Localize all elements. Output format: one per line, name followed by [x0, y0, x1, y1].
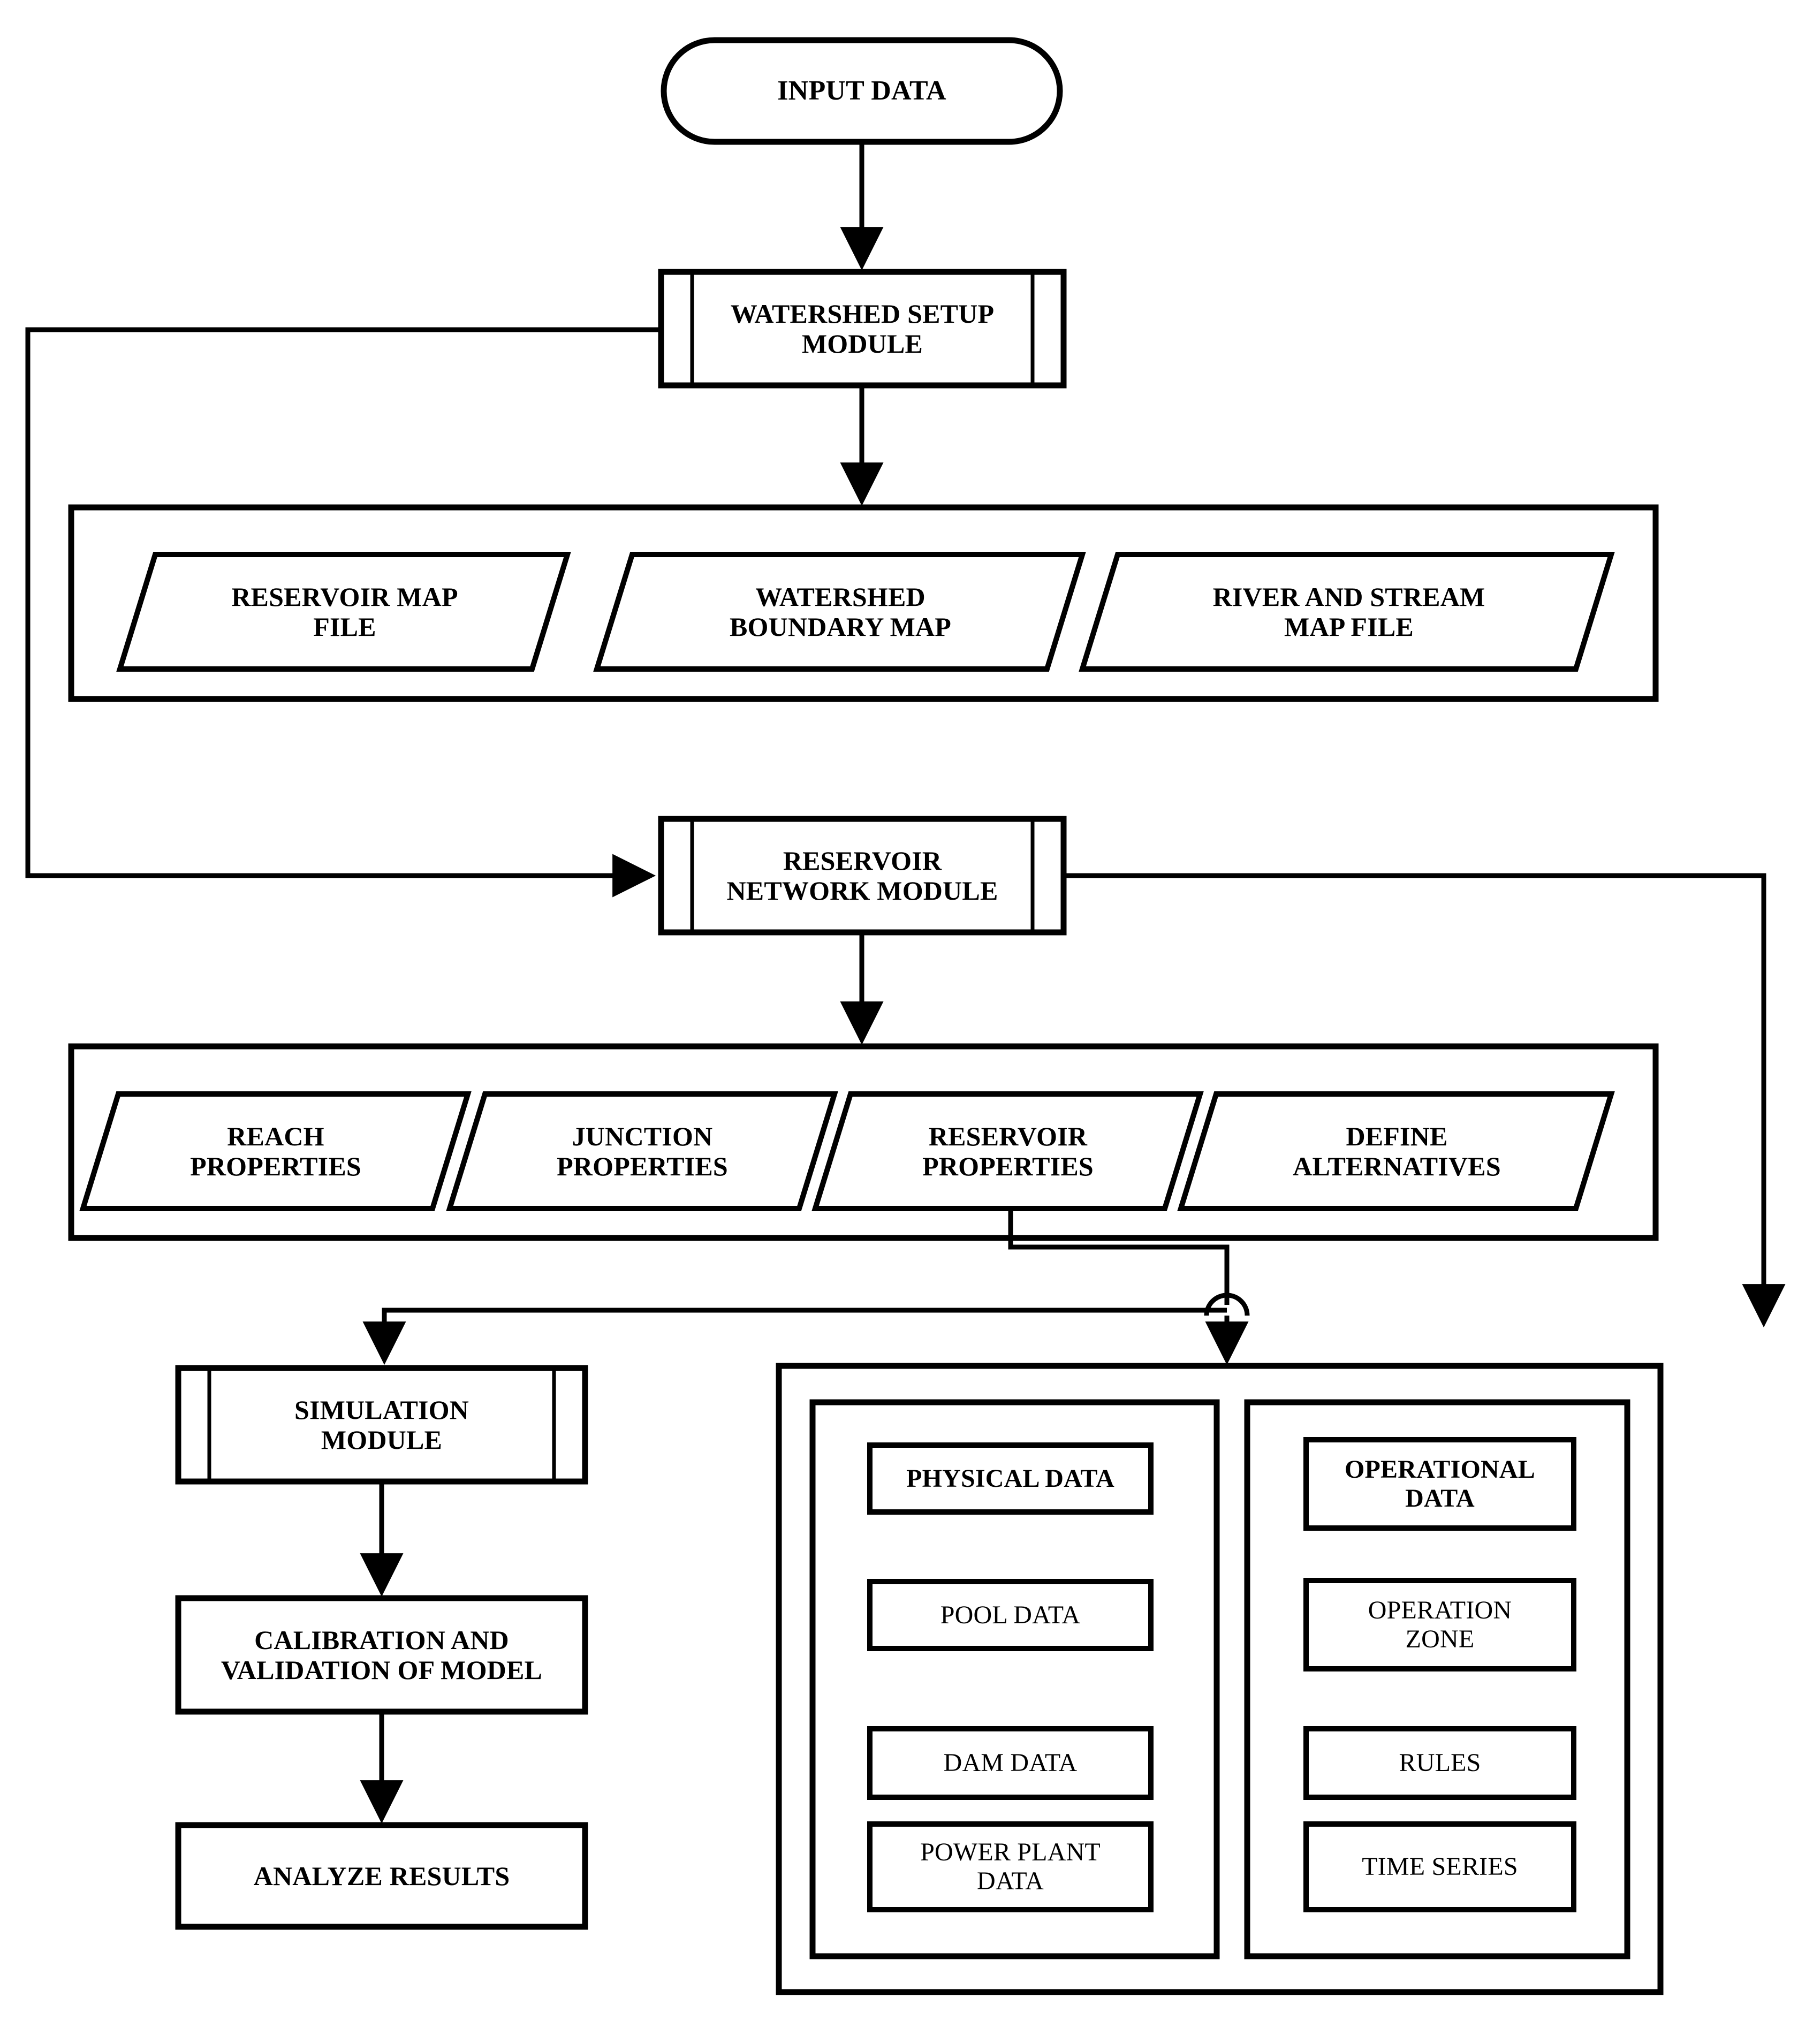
- edge-network-to-data-panel: [1064, 873, 1786, 1328]
- shape-power-plant-data: [867, 1821, 1154, 1912]
- shape-analyze-results: [175, 1822, 588, 1930]
- shape-calibration: [175, 1595, 588, 1715]
- shape-dam-data: [867, 1726, 1154, 1800]
- shape-physical-data: [867, 1442, 1154, 1515]
- shape-simulation-module: [175, 1365, 588, 1485]
- shape-river-stream-map-file: [1079, 552, 1615, 672]
- shape-time-series: [1303, 1821, 1576, 1912]
- shape-define-alternatives: [1177, 1091, 1615, 1211]
- edge-outputs-container-to-simulation: [362, 1308, 1227, 1365]
- edge-watershed-loop-to-network: [25, 327, 661, 898]
- shape-reservoir-properties: [811, 1091, 1204, 1211]
- shape-input-data: [661, 37, 1063, 145]
- shape-watershed-boundary-map: [593, 552, 1086, 672]
- edge-reservoir-props-to-data-panel-seg1: [1008, 1209, 1230, 1305]
- shape-operational-data: [1303, 1437, 1576, 1531]
- shape-operation-zone: [1303, 1578, 1576, 1671]
- shape-pool-data: [867, 1579, 1154, 1651]
- shape-junction-properties: [446, 1091, 838, 1211]
- shape-reservoir-network: [658, 816, 1067, 936]
- shape-watershed-setup: [658, 269, 1067, 389]
- shape-reach-properties: [79, 1091, 472, 1211]
- shape-rules: [1303, 1726, 1576, 1800]
- shape-reservoir-map-file: [116, 552, 571, 672]
- edge-hop-bump: [1204, 1293, 1250, 1316]
